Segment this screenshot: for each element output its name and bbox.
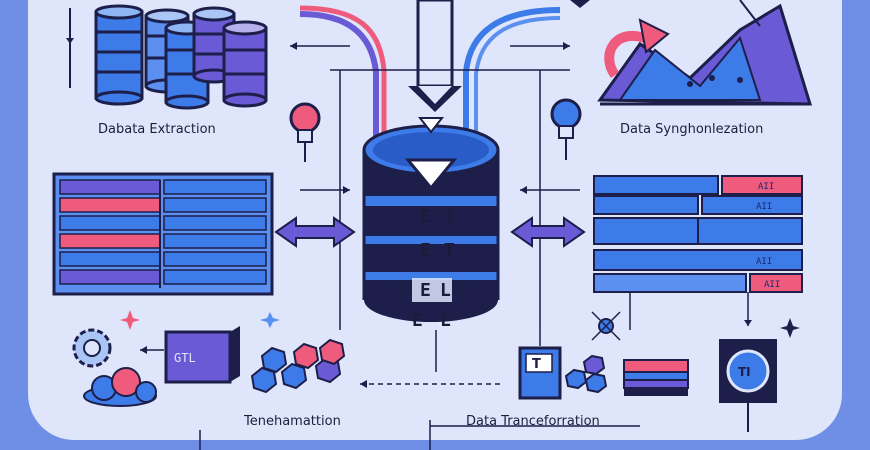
- database-cluster: [66, 4, 268, 110]
- gear-icon: [72, 328, 112, 368]
- etl-box: GTL: [164, 326, 240, 384]
- sparkle-icon: [120, 310, 800, 338]
- node-icon: [591, 311, 621, 341]
- small-hex-cluster: [564, 354, 608, 394]
- stack-letter-2: T: [444, 206, 455, 227]
- label-transformation-left: Tenehamattion: [244, 414, 341, 429]
- stack-letter-5: E: [420, 280, 431, 301]
- stack-letter-1: E: [420, 206, 431, 227]
- double-arrow-right: [510, 216, 586, 248]
- cloud-icon: [83, 367, 157, 407]
- stack-letter-8: L: [440, 310, 451, 331]
- stack-letter-7: E: [412, 310, 423, 331]
- pipeline-lines: [290, 0, 590, 330]
- hexagon-cluster: [250, 338, 346, 394]
- double-arrow-left: [274, 216, 356, 248]
- left-data-table: [52, 172, 274, 296]
- central-etl-stack: E T E T E L E L: [362, 117, 500, 331]
- label-extraction: Dabata Extraction: [98, 122, 216, 137]
- stack-letter-4: T: [444, 240, 455, 261]
- monitor-icon: TI: [719, 339, 777, 432]
- document-card: T: [518, 330, 562, 400]
- stack-letter-3: E: [420, 240, 431, 261]
- monitor-label: TI: [738, 365, 751, 379]
- document-card-label: T: [532, 357, 541, 372]
- sync-chart: [597, 0, 813, 106]
- right-table-tag-4: AII: [764, 280, 780, 290]
- stacked-papers: [623, 359, 689, 396]
- label-transformation-center: Data Tranceforration: [466, 414, 600, 429]
- stack-letter-6: L: [440, 280, 451, 301]
- right-table-tag-3: AII: [756, 257, 772, 267]
- right-table-tag-1: AII: [758, 182, 774, 192]
- lightbulb-icon-left: [289, 102, 321, 162]
- lightbulb-icon-right: [550, 98, 582, 160]
- right-data-table: AII AII AII AII: [593, 175, 803, 330]
- database-cylinder-5: [222, 20, 268, 108]
- label-synchronization: Data Synghonlezation: [620, 122, 764, 137]
- database-cylinder-1: [94, 4, 144, 106]
- etl-box-label: GTL: [174, 351, 196, 365]
- right-table-tag-2: AII: [756, 202, 772, 212]
